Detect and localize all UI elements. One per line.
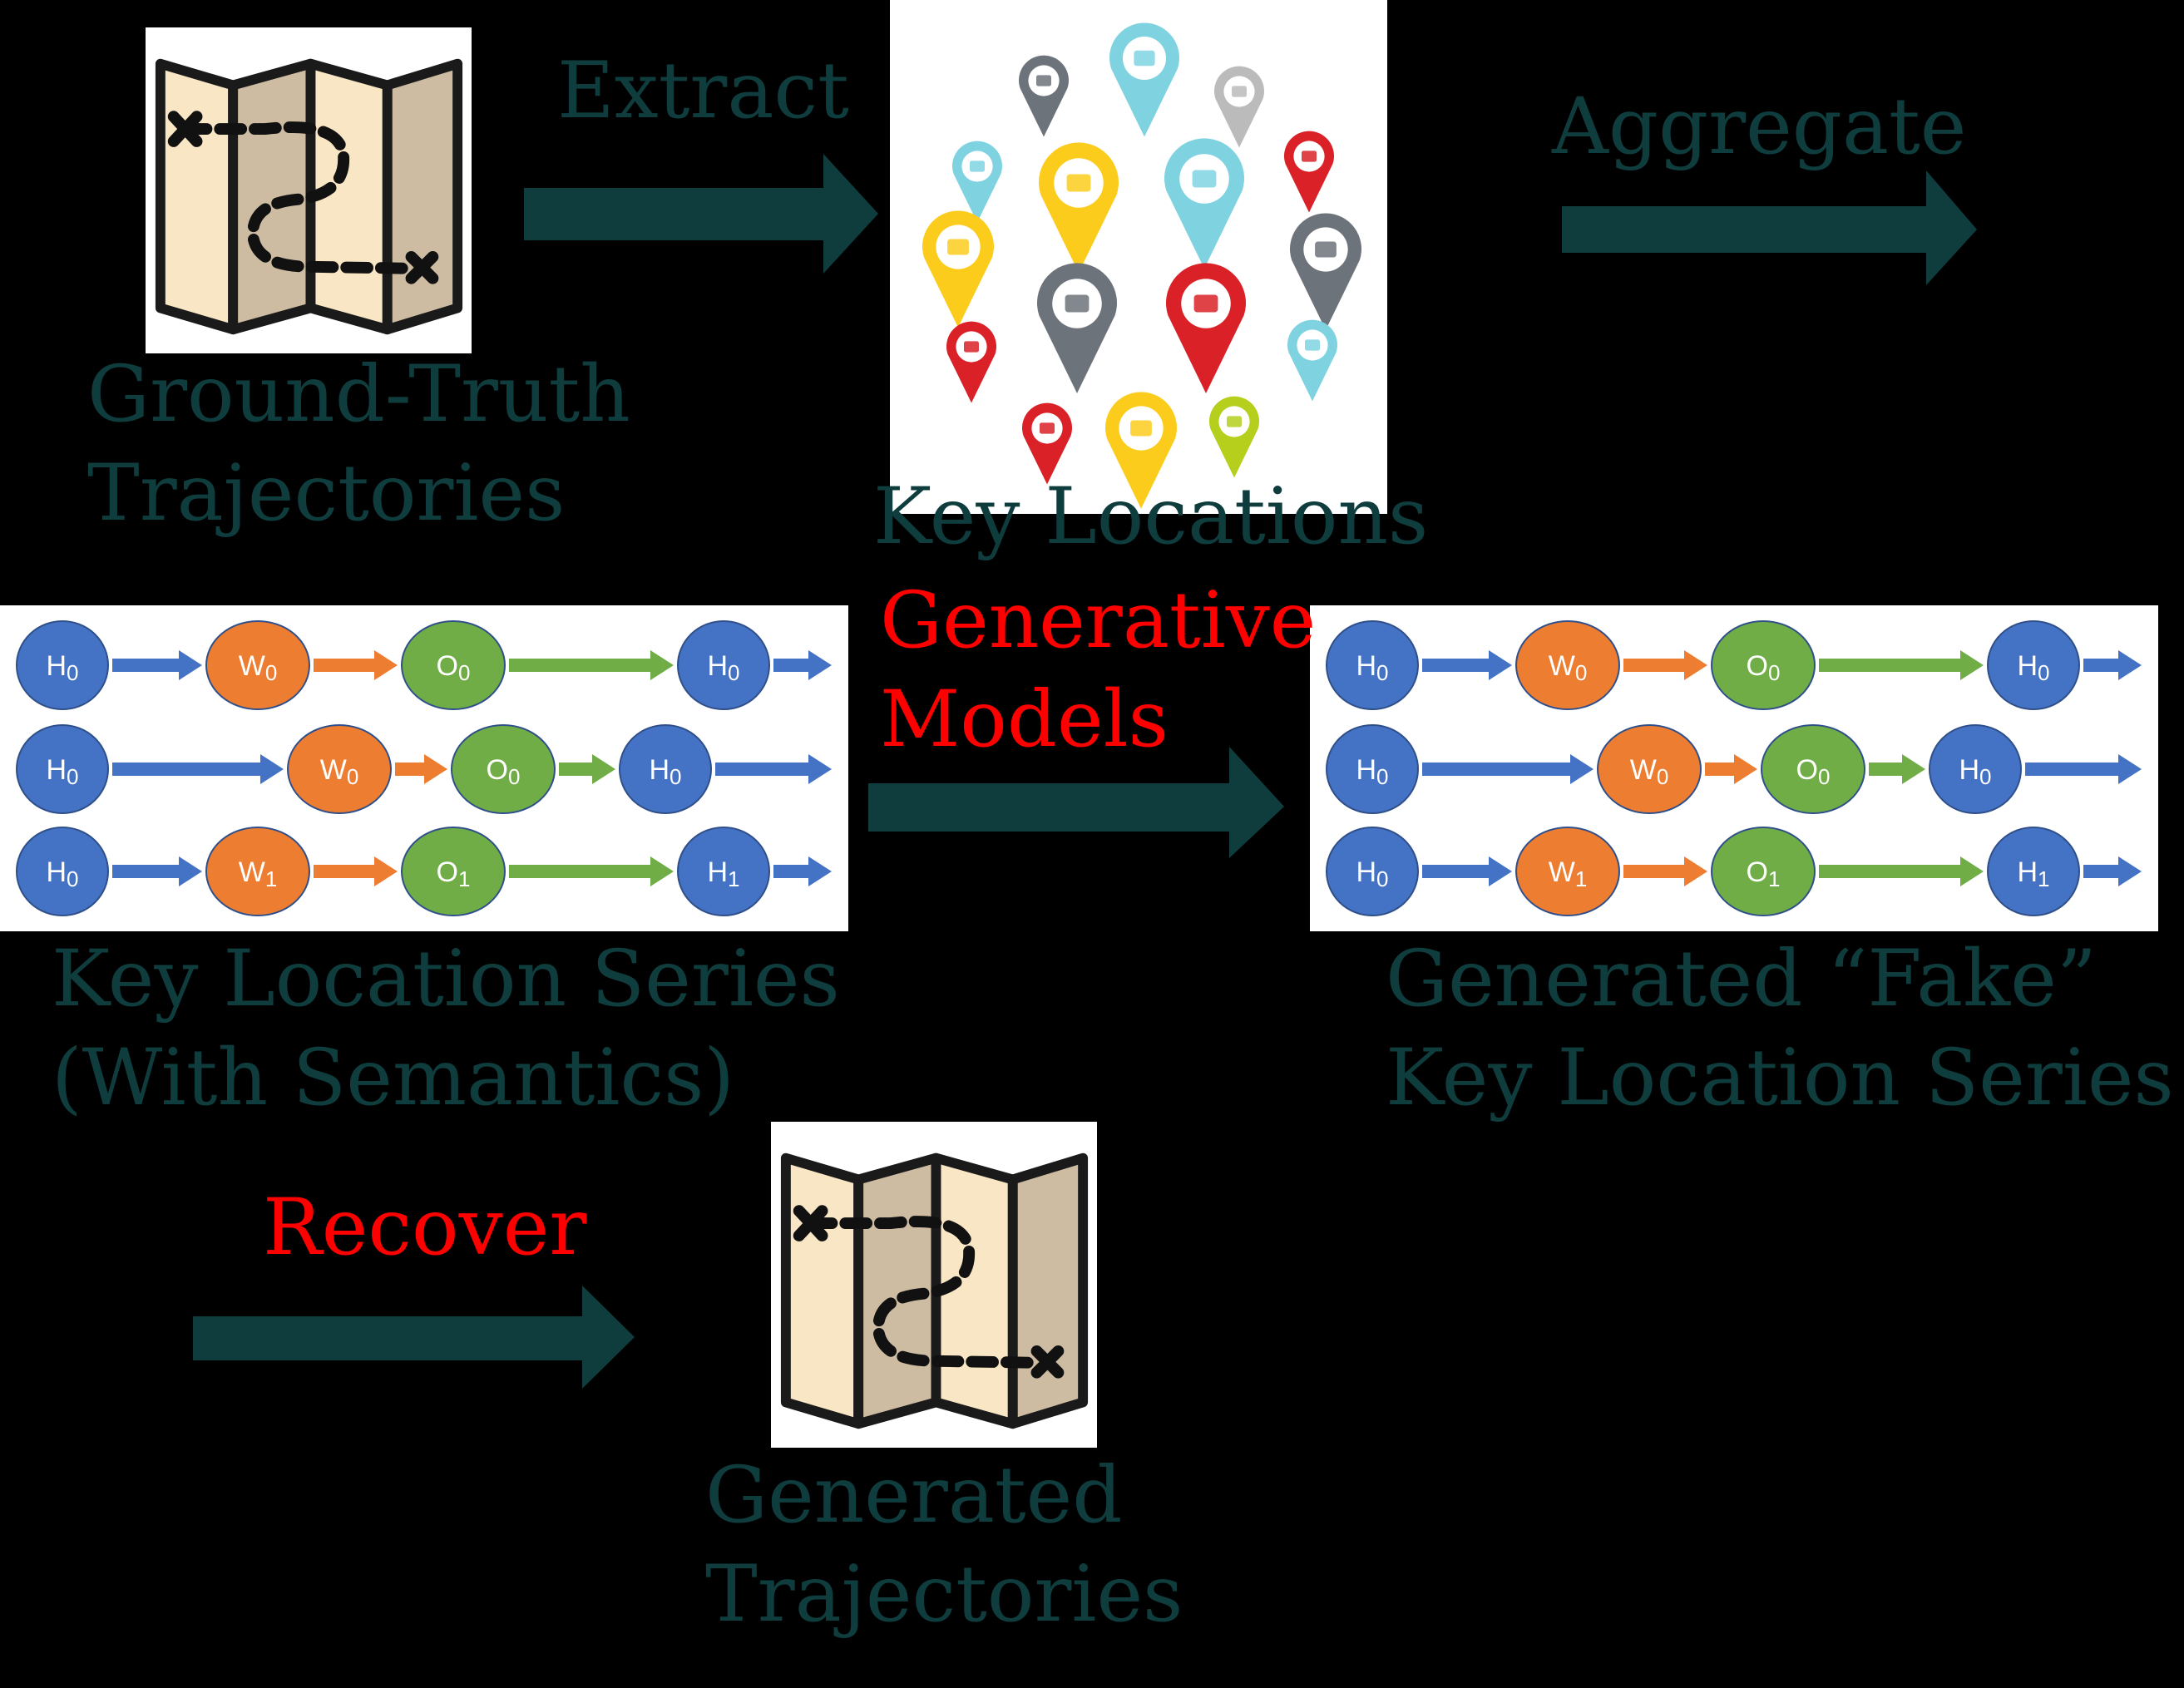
sequence-arrow	[1705, 754, 1757, 784]
sequence-arrow	[1819, 650, 1984, 680]
node-label: H1	[2017, 856, 2049, 891]
node-label: W1	[239, 856, 278, 891]
generated-trajectories-label: Generated	[705, 1450, 1122, 1541]
other-location-node: O0	[1761, 724, 1865, 814]
mail-icon	[1287, 319, 1337, 402]
recover-arrow	[193, 1286, 635, 1389]
sequence-arrow	[395, 754, 447, 784]
other-location-node: O1	[401, 827, 506, 916]
shopping-cart-icon	[1109, 22, 1179, 137]
models-label: Models	[880, 674, 1169, 765]
work-location-node: W0	[1515, 620, 1620, 710]
sequence-arrow	[112, 856, 202, 886]
node-label: O1	[437, 856, 471, 891]
extract-arrow	[524, 154, 878, 274]
cutlery-icon	[1164, 138, 1245, 269]
extract-label: Extract	[557, 46, 849, 136]
sequence-arrow	[2083, 650, 2142, 680]
home-location-node: H1	[677, 827, 770, 916]
node-label: H0	[707, 650, 739, 685]
work-location-node: W1	[205, 827, 310, 916]
aggregate-arrow	[1562, 170, 1977, 285]
home-location-node: H0	[1326, 620, 1419, 710]
sequence-arrow	[2025, 754, 2142, 784]
sequence-arrow	[773, 650, 832, 680]
hotel-bed-icon	[922, 210, 994, 328]
home-location-node: H0	[16, 724, 109, 814]
sequence-arrow	[1623, 650, 1707, 680]
home-location-node: H0	[1987, 620, 2080, 710]
sequence-arrow	[1623, 856, 1707, 886]
sequence-arrow	[509, 856, 674, 886]
office-building-icon	[1037, 263, 1118, 393]
home-location-node: H0	[677, 620, 770, 710]
home-location-node: H1	[1987, 827, 2080, 916]
book-icon	[1019, 55, 1069, 137]
ground-truth-label: Ground-Truth	[87, 349, 630, 440]
ground-truth-label-2: Trajectories	[87, 448, 565, 539]
work-location-node: W0	[205, 620, 310, 710]
phone-24-icon	[1214, 66, 1264, 148]
generated-trajectories-label-2: Trajectories	[705, 1549, 1183, 1640]
home-location-node: H0	[16, 620, 109, 710]
home-location-node: H0	[1929, 724, 2022, 814]
work-location-node: W1	[1515, 827, 1620, 916]
telephone-icon	[1208, 396, 1259, 478]
church-icon	[1105, 392, 1177, 509]
other-location-node: O0	[451, 724, 556, 814]
sequence-arrow	[509, 650, 674, 680]
sequence-arrow	[1422, 754, 1594, 784]
node-label: H0	[2017, 650, 2049, 685]
sequence-arrow	[112, 754, 284, 784]
home-location-node: H0	[1326, 724, 1419, 814]
generative-models-arrow	[868, 747, 1284, 858]
bus-icon	[1021, 402, 1072, 485]
series-label-2: (With Semantics)	[52, 1033, 734, 1123]
fuel-pump-icon	[946, 321, 996, 403]
sequence-arrow	[1422, 856, 1512, 886]
sequence-arrow	[559, 754, 615, 784]
generated-map-icon	[771, 1122, 1097, 1448]
work-location-node: W0	[1597, 724, 1702, 814]
sequence-arrow	[1819, 856, 1984, 886]
series-label: Key Location Series	[52, 934, 840, 1024]
recover-label: Recover	[263, 1182, 586, 1273]
sequence-arrow	[112, 650, 202, 680]
anchor-icon	[1290, 213, 1361, 330]
fuel-pump-icon	[1283, 131, 1335, 213]
sequence-arrow	[773, 856, 832, 886]
key-locations-label: Key Locations	[873, 471, 1428, 562]
node-label: H0	[649, 754, 681, 789]
home-location-node: H0	[16, 827, 109, 916]
key-locations-panel	[890, 0, 1387, 514]
home-location-node: H0	[1326, 827, 1419, 916]
generative-label: Generative	[880, 575, 1316, 666]
sequence-arrow	[715, 754, 832, 784]
aggregate-label: Aggregate	[1551, 81, 1966, 172]
other-location-node: O1	[1711, 827, 1816, 916]
sequence-arrow	[1869, 754, 1925, 784]
fake-series-label: Generated “Fake”	[1386, 934, 2097, 1024]
bank-icon	[1165, 263, 1246, 393]
sequence-arrow	[314, 856, 398, 886]
work-location-node: W0	[287, 724, 392, 814]
wifi-icon	[952, 141, 1002, 223]
coffee-cup-icon	[1039, 142, 1119, 273]
sequence-arrow	[2083, 856, 2142, 886]
sequence-arrow	[314, 650, 398, 680]
other-location-node: O0	[401, 620, 506, 710]
ground-truth-map-icon	[146, 27, 472, 353]
other-location-node: O0	[1711, 620, 1816, 710]
home-location-node: H0	[619, 724, 712, 814]
fake-series-label-2: Key Location Series	[1386, 1033, 2174, 1123]
sequence-arrow	[1422, 650, 1512, 680]
